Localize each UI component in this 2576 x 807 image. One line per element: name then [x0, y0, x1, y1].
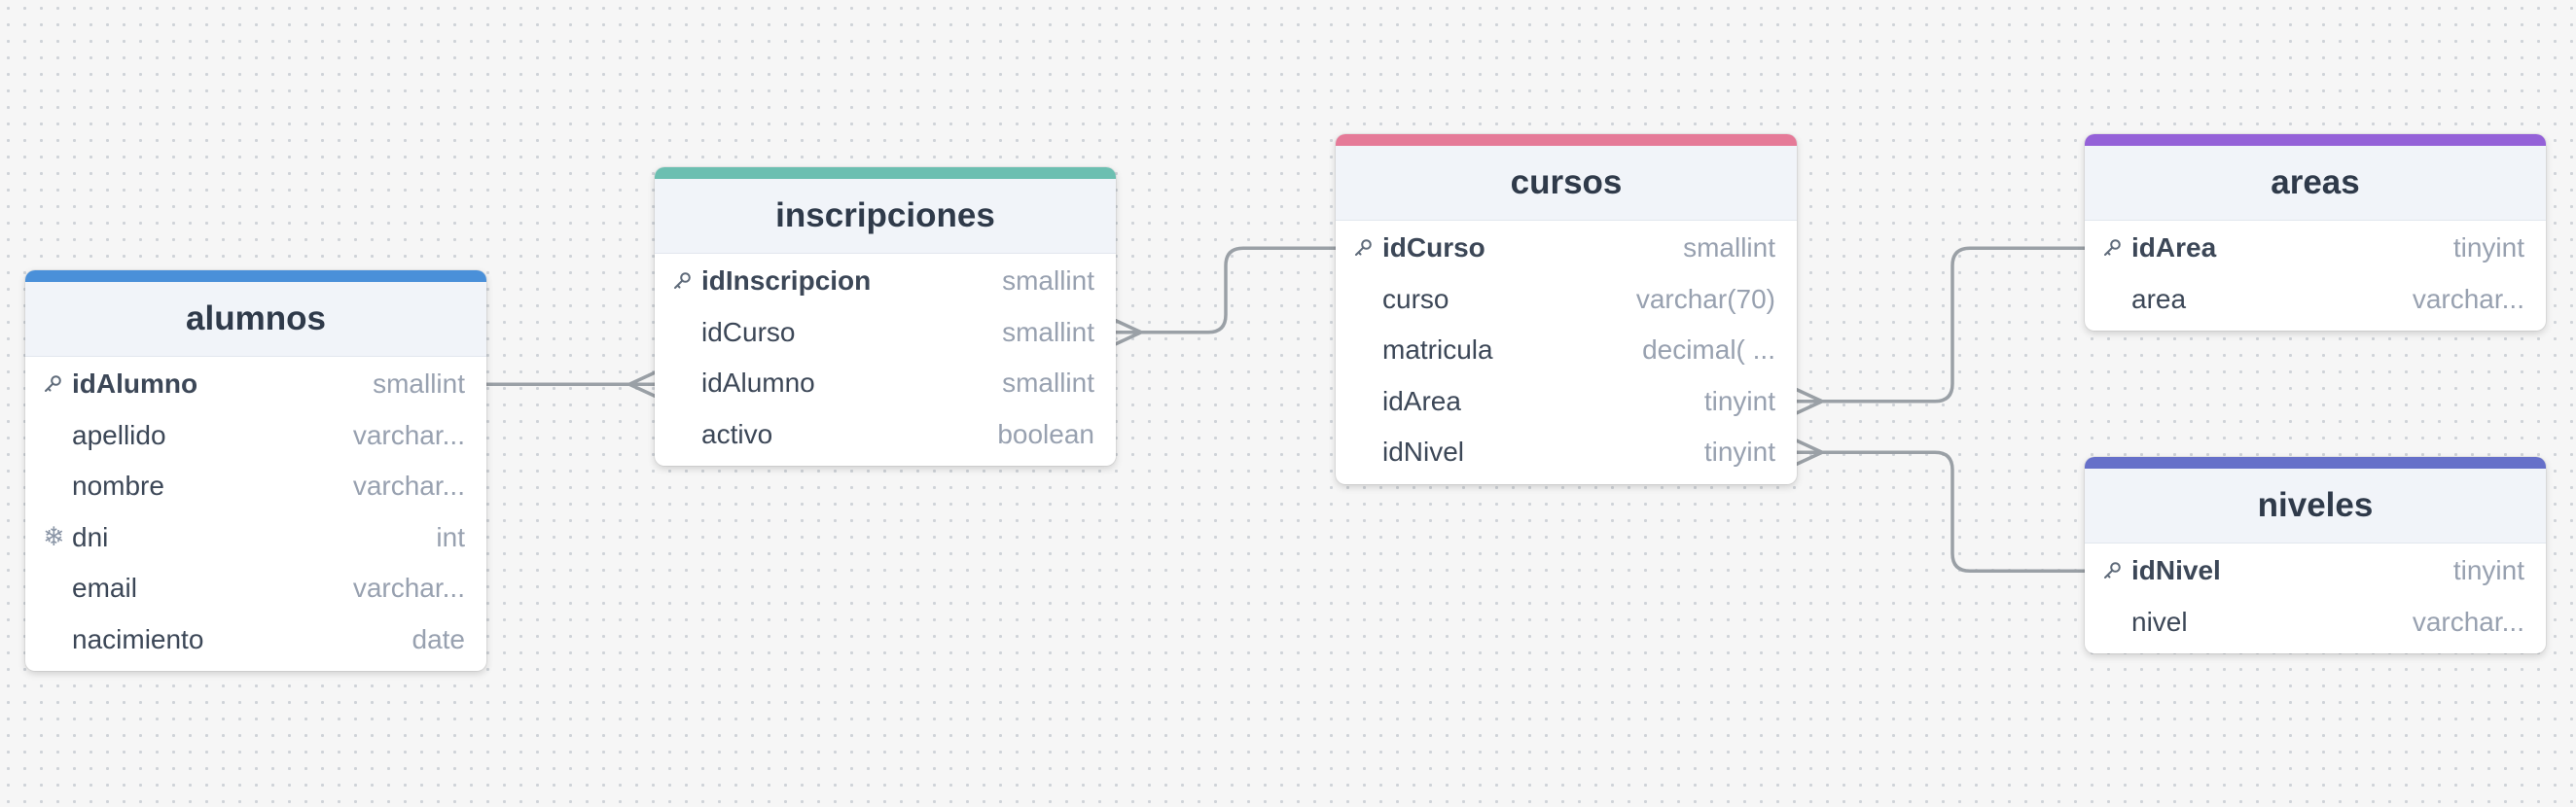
column-name: idInscripcion: [701, 265, 872, 297]
column-row-nivel[interactable]: nivel varchar...: [2085, 597, 2546, 649]
column-type: varchar...: [352, 419, 465, 450]
column-type: varchar...: [2412, 606, 2524, 637]
table-columns: idArea tinyint area varchar...: [2085, 221, 2546, 331]
column-name: idArea: [2131, 232, 2217, 263]
table-title: niveles: [2257, 486, 2374, 524]
column-row-idNivel[interactable]: idNivel tinyint: [2085, 545, 2546, 597]
column-name: curso: [1382, 283, 1449, 314]
column-name: idNivel: [2131, 555, 2221, 586]
column-name: idNivel: [1382, 437, 1465, 468]
edge-areas-cursos[interactable]: [1795, 246, 2087, 404]
column-type: varchar(70): [1635, 283, 1775, 314]
column-row-matricula[interactable]: matricula decimal( ...: [1336, 325, 1797, 376]
column-row-idAlumno[interactable]: idAlumno smallint: [25, 359, 486, 410]
column-name: nivel: [2131, 606, 2188, 637]
column-type: boolean: [997, 418, 1094, 449]
column-name: idCurso: [701, 316, 796, 347]
column-name: area: [2131, 283, 2187, 314]
table-title: inscripciones: [775, 196, 995, 234]
column-row-idNivel[interactable]: idNivel tinyint: [1336, 427, 1797, 478]
table-niveles[interactable]: niveles idNivel tinyint nivel varchar...: [2085, 457, 2546, 653]
unique-icon: ❄: [43, 522, 65, 552]
column-name: idAlumno: [72, 368, 198, 400]
key-icon: [2102, 561, 2131, 580]
table-columns: idNivel tinyint nivel varchar...: [2085, 544, 2546, 653]
column-type: smallint: [373, 368, 465, 400]
table-title: areas: [2271, 163, 2360, 201]
column-name: nacimiento: [72, 623, 204, 654]
table-color-bar: [25, 270, 486, 282]
column-row-idCurso[interactable]: idCurso smallint: [655, 307, 1116, 359]
key-icon: [43, 374, 72, 394]
table-header[interactable]: alumnos: [25, 282, 486, 357]
table-columns: idCurso smallint curso varchar(70) matricula…: [1336, 221, 1797, 484]
column-row-area[interactable]: area varchar...: [2085, 274, 2546, 326]
column-row-idArea[interactable]: idArea tinyint: [2085, 223, 2546, 274]
key-icon: [2102, 238, 2131, 258]
column-type: smallint: [1683, 232, 1775, 263]
column-type: tinyint: [1703, 437, 1775, 468]
column-type: tinyint: [2452, 232, 2524, 263]
table-color-bar: [2085, 457, 2546, 469]
column-name: dni: [72, 521, 109, 552]
column-row-email[interactable]: email varchar...: [25, 563, 486, 614]
crows-foot-cursos-idNivel[interactable]: [1795, 439, 1824, 466]
table-title: alumnos: [186, 299, 326, 337]
column-type: smallint: [1002, 368, 1094, 399]
column-row-dni[interactable]: ❄dni int: [25, 512, 486, 564]
table-color-bar: [655, 167, 1116, 179]
column-name: email: [72, 573, 137, 604]
edge-niveles-cursos[interactable]: [1795, 450, 2087, 573]
table-header[interactable]: inscripciones: [655, 179, 1116, 254]
column-row-idInscripcion[interactable]: idInscripcion smallint: [655, 256, 1116, 307]
column-type: varchar...: [352, 471, 465, 502]
table-title: cursos: [1510, 163, 1623, 201]
key-icon: [672, 271, 701, 291]
column-type: smallint: [1002, 316, 1094, 347]
column-name: idAlumno: [701, 368, 815, 399]
edge-cursos-inscripciones[interactable]: [1114, 246, 1338, 334]
table-color-bar: [2085, 134, 2546, 146]
column-name: idArea: [1382, 385, 1461, 416]
column-row-curso[interactable]: curso varchar(70): [1336, 274, 1797, 326]
column-row-idAlumno[interactable]: idAlumno smallint: [655, 358, 1116, 409]
column-row-apellido[interactable]: apellido varchar...: [25, 410, 486, 462]
column-row-idArea[interactable]: idArea tinyint: [1336, 376, 1797, 428]
table-areas[interactable]: areas idArea tinyint area varchar...: [2085, 134, 2546, 331]
column-type: date: [411, 623, 466, 654]
column-row-nacimiento[interactable]: nacimiento date: [25, 614, 486, 666]
crows-foot-inscripciones-idCurso[interactable]: [1114, 319, 1143, 346]
column-type: decimal( ...: [1642, 334, 1775, 366]
table-color-bar: [1336, 134, 1797, 146]
column-name: nombre: [72, 471, 164, 502]
column-row-activo[interactable]: activo boolean: [655, 409, 1116, 461]
column-row-idCurso[interactable]: idCurso smallint: [1336, 223, 1797, 274]
table-header[interactable]: areas: [2085, 146, 2546, 221]
crows-foot-inscripciones-idAlumno[interactable]: [627, 370, 657, 398]
table-header[interactable]: niveles: [2085, 469, 2546, 544]
column-name: matricula: [1382, 334, 1493, 366]
column-type: varchar...: [2412, 283, 2524, 314]
column-type: tinyint: [2452, 555, 2524, 586]
column-type: varchar...: [352, 573, 465, 604]
column-type: tinyint: [1703, 385, 1775, 416]
crows-foot-cursos-idArea[interactable]: [1795, 388, 1824, 415]
column-name: apellido: [72, 419, 166, 450]
table-alumnos[interactable]: alumnos idAlumno smallint apellido varchar..…: [25, 270, 486, 671]
table-cursos[interactable]: cursos idCurso smallint curso varchar(70) mat…: [1336, 134, 1797, 484]
key-icon: [1353, 238, 1382, 258]
column-name: activo: [701, 418, 773, 449]
column-row-nombre[interactable]: nombre varchar...: [25, 461, 486, 512]
table-header[interactable]: cursos: [1336, 146, 1797, 221]
column-name: idCurso: [1382, 232, 1485, 263]
column-type: smallint: [1002, 265, 1094, 297]
column-type: int: [436, 521, 465, 552]
